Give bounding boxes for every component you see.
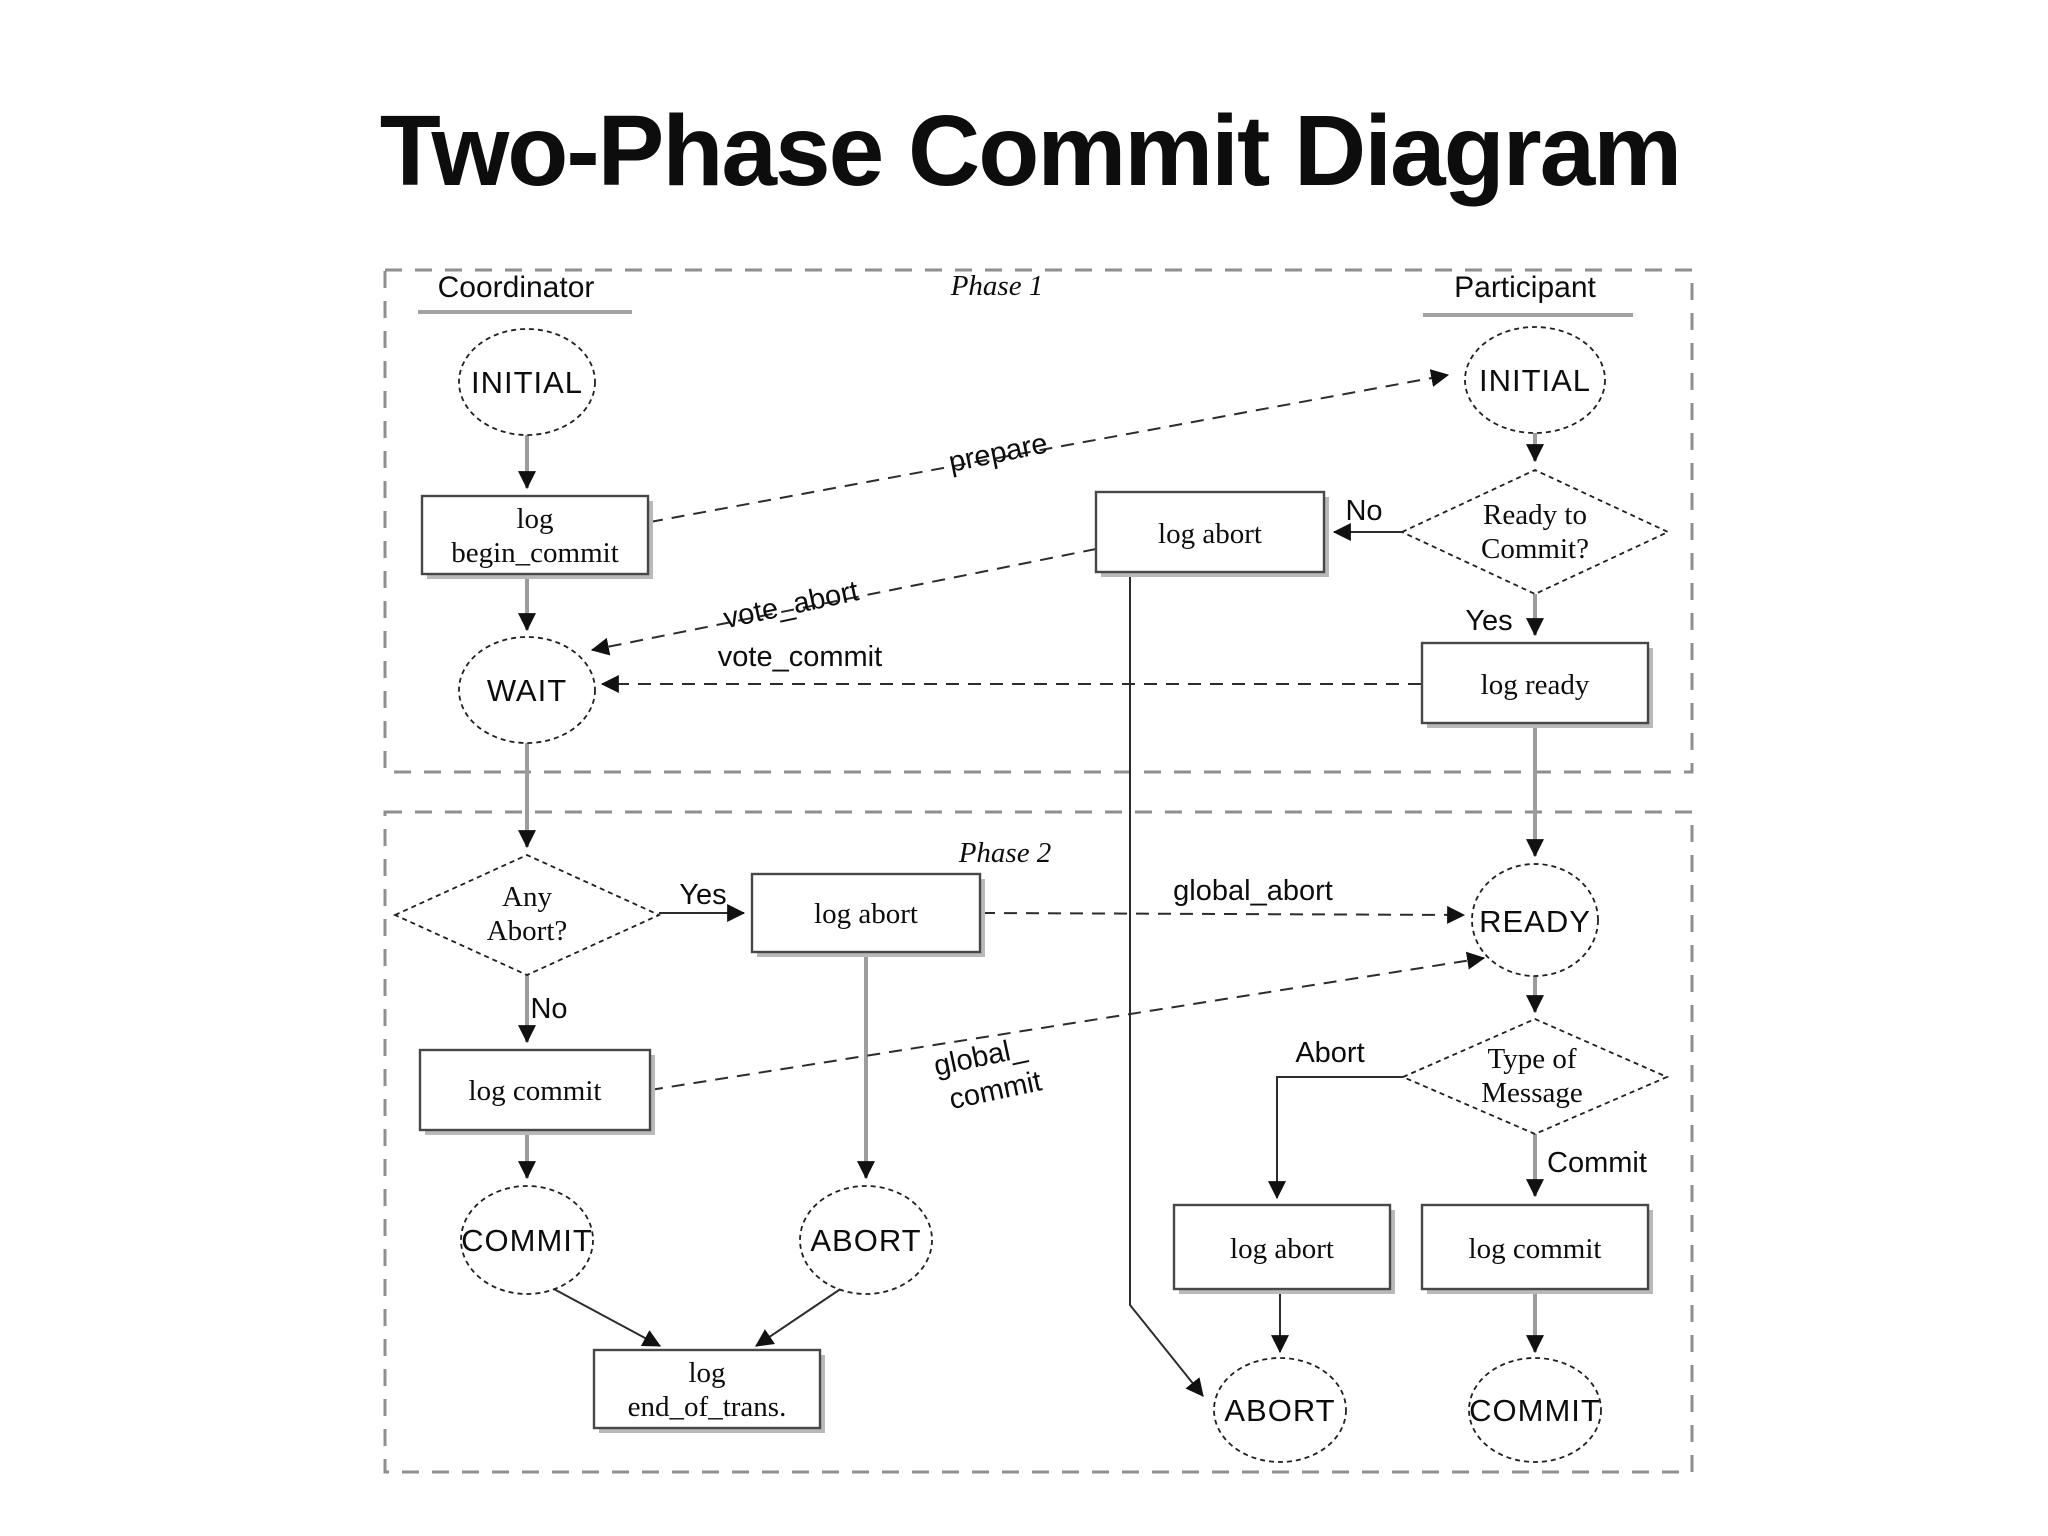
flow-phase1-log-abort-to-abort-state	[1129, 572, 1204, 1397]
flow-abort-to-log-end	[755, 1287, 843, 1347]
log-commit-box	[418, 1048, 652, 1132]
participant-log-commit-label: log commit	[1469, 1233, 1602, 1265]
ready-to-commit-label-line2: Commit?	[1481, 533, 1589, 565]
participant-commit-label: COMMIT	[1469, 1393, 1601, 1428]
coordinator-commit-label: COMMIT	[461, 1223, 593, 1258]
participant-lane-label: Participant	[1454, 271, 1596, 304]
coordinator-lane-label: Coordinator	[438, 271, 595, 304]
ready-no-label: No	[1345, 495, 1382, 527]
coordinator-commit-state	[460, 1185, 594, 1295]
page-title: Two-Phase Commit Diagram	[380, 95, 1680, 207]
message-vote-abort-line	[590, 548, 1097, 656]
any-abort-no-label: No	[530, 993, 567, 1025]
log-begin-commit-label-line2: begin_commit	[451, 537, 619, 569]
log-commit-label: log commit	[469, 1075, 602, 1107]
log-ready-box	[1420, 641, 1650, 725]
participant-log-abort-p1-box	[1094, 490, 1326, 574]
any-abort-decision	[392, 854, 662, 976]
participant-log-abort-p2-label: log abort	[1230, 1233, 1334, 1265]
any-abort-yes-label: Yes	[679, 879, 726, 911]
flow-commit-to-log-end	[551, 1287, 661, 1347]
message-prepare-label: prepare	[946, 428, 1050, 479]
flow-type-abort-to-log-abort	[1268, 1076, 1403, 1200]
phase2-boundary	[383, 810, 1694, 1474]
coordinator-abort-state	[799, 1185, 933, 1295]
participant-ready-state	[1471, 863, 1599, 977]
coordinator-wait-state	[458, 636, 596, 744]
message-prepare-line	[649, 369, 1450, 523]
participant-commit-state	[1468, 1357, 1602, 1463]
coordinator-log-abort-box	[750, 872, 982, 954]
phase2-label: Phase 2	[958, 837, 1052, 869]
log-end-label-line1: log	[688, 1357, 725, 1389]
log-ready-label: log ready	[1481, 669, 1590, 701]
log-begin-commit-label-line1: log	[516, 503, 553, 535]
coordinator-initial-state	[458, 328, 596, 436]
coordinator-wait-label: WAIT	[487, 673, 567, 708]
participant-abort-state	[1213, 1357, 1347, 1463]
type-abort-label: Abort	[1295, 1037, 1364, 1069]
coordinator-log-abort-label: log abort	[814, 898, 918, 930]
log-end-box	[592, 1348, 822, 1430]
any-abort-label-line2: Abort?	[487, 915, 568, 947]
message-global-abort-line	[981, 905, 1466, 924]
type-commit-label: Commit	[1547, 1147, 1647, 1179]
participant-ready-label: READY	[1479, 904, 1591, 939]
ready-yes-label: Yes	[1465, 605, 1512, 637]
participant-log-abort-p2-box	[1172, 1203, 1392, 1291]
message-global-abort-label: global_abort	[1173, 875, 1333, 907]
type-of-message-label-line1: Type of	[1488, 1043, 1577, 1075]
message-global-commit-line	[649, 951, 1486, 1091]
log-end-label-line2: end_of_trans.	[628, 1391, 787, 1423]
type-of-message-decision	[1400, 1018, 1670, 1135]
message-global-commit-label: global_commit	[931, 1030, 1044, 1118]
participant-abort-label: ABORT	[1224, 1393, 1335, 1428]
participant-log-commit-box	[1420, 1203, 1650, 1291]
type-of-message-label-line2: Message	[1481, 1077, 1582, 1109]
coordinator-initial-label: INITIAL	[471, 365, 583, 400]
coordinator-abort-label: ABORT	[810, 1223, 921, 1258]
phase1-label: Phase 1	[950, 270, 1044, 302]
any-abort-label-line1: Any	[502, 881, 552, 913]
ready-to-commit-label-line1: Ready to	[1483, 499, 1587, 531]
phase1-boundary	[383, 268, 1694, 774]
message-vote-abort-label: vote_abort	[721, 575, 862, 635]
participant-initial-label: INITIAL	[1479, 363, 1591, 398]
log-begin-commit-box	[420, 494, 650, 576]
participant-log-abort-p1-label: log abort	[1158, 518, 1262, 550]
ready-to-commit-decision	[1399, 469, 1671, 595]
participant-initial-state	[1464, 326, 1606, 434]
message-vote-commit-label: vote_commit	[718, 641, 882, 673]
